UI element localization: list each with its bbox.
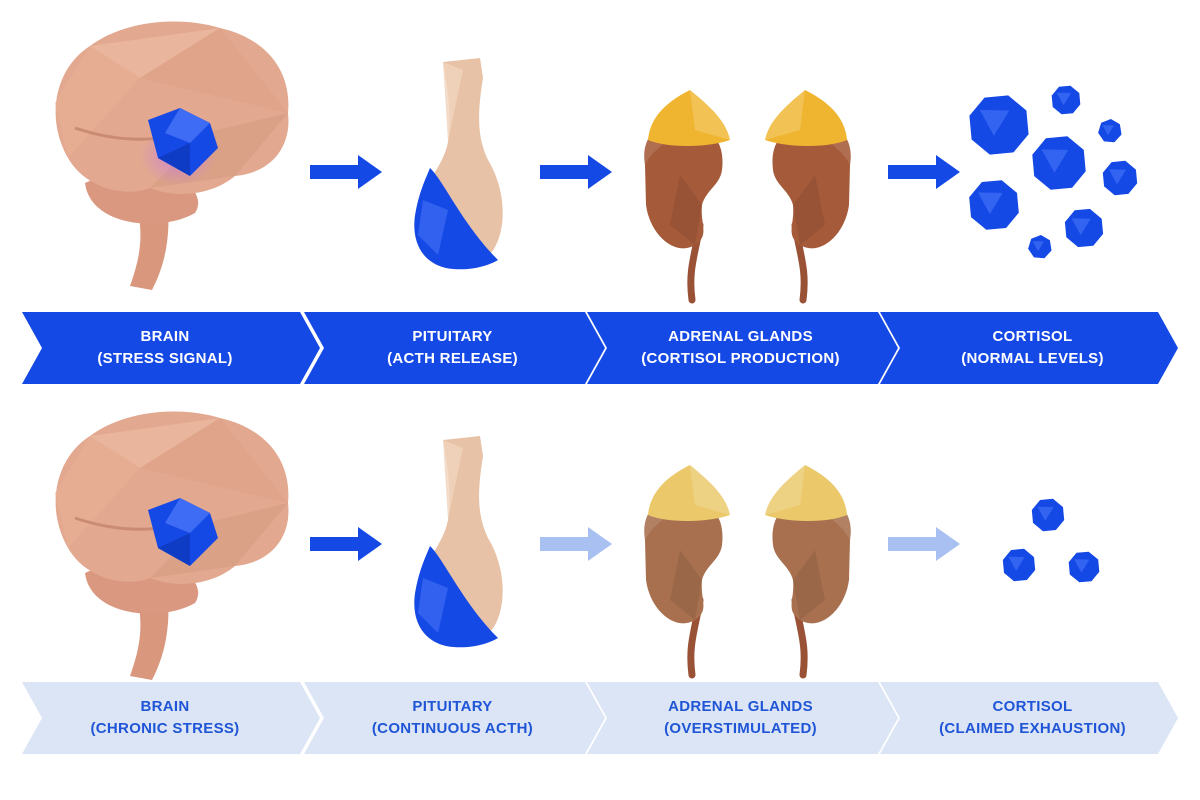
flow-arrow (310, 155, 382, 189)
kidney-icon (644, 90, 730, 304)
kidney-icon (765, 90, 851, 304)
pituitary-icon (414, 436, 503, 648)
banner-segment (304, 312, 605, 384)
kidney-icon (644, 465, 730, 679)
banner-segment (22, 682, 320, 754)
cortisol-molecule (1064, 208, 1104, 248)
adrenal-gland (765, 465, 847, 522)
flow-arrow (540, 155, 612, 189)
cortisol-molecule (1098, 119, 1122, 143)
flow-arrow (310, 527, 382, 561)
adrenal-gland (648, 465, 730, 522)
flow-arrow (888, 155, 960, 189)
flow-banner-normal (22, 312, 1178, 384)
kidney-icon (765, 465, 851, 679)
flow-arrow-faded (540, 527, 612, 561)
pituitary-icon (414, 58, 503, 270)
adrenal-gland (765, 90, 847, 147)
cortisol-molecule (1031, 498, 1065, 532)
brain-icon (55, 411, 289, 680)
cortisol-molecule (969, 180, 1019, 230)
flow-arrow-faded (888, 527, 960, 561)
cortisol-molecule (1028, 235, 1052, 259)
banner-segment (587, 682, 898, 754)
cortisol-molecule (1102, 160, 1138, 196)
banner-segment (880, 312, 1178, 384)
banner-segment (587, 312, 898, 384)
cortisol-molecule (969, 95, 1029, 155)
flow-banner-chronic (22, 682, 1178, 754)
cortisol-molecule (1068, 551, 1100, 583)
banner-segment (304, 682, 605, 754)
banner-segment (880, 682, 1178, 754)
cortisol-molecule (1051, 85, 1081, 115)
brain-icon (55, 21, 289, 290)
banner-segment (22, 312, 320, 384)
cortisol-molecule (1032, 136, 1086, 190)
adrenal-gland (648, 90, 730, 147)
cortisol-molecule (1002, 548, 1036, 582)
